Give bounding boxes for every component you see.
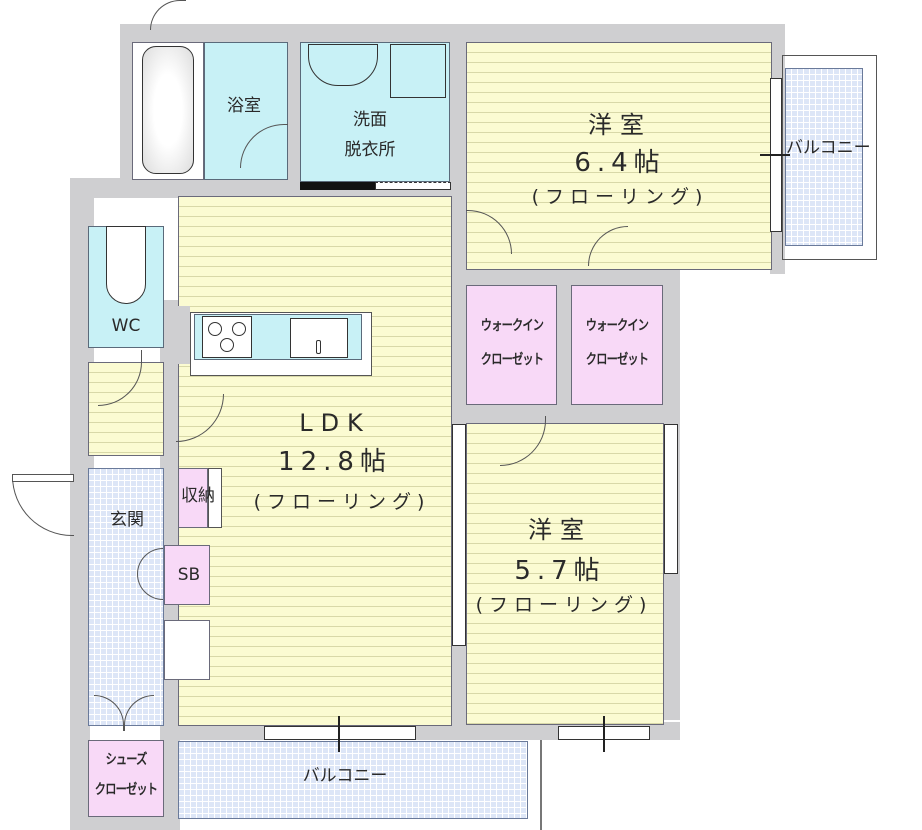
washroom-label-line1: 洗面 bbox=[353, 110, 387, 130]
property-line bbox=[540, 740, 542, 830]
burner-icon bbox=[232, 322, 246, 336]
walk-in-closet-2 bbox=[571, 285, 663, 405]
window-divider bbox=[760, 154, 790, 156]
shoes-closet-line2: クローゼット bbox=[94, 782, 158, 798]
bathroom-window-icon bbox=[150, 0, 186, 30]
sink-icon bbox=[290, 318, 348, 358]
burner-icon bbox=[208, 322, 222, 336]
bathtub-icon bbox=[142, 46, 194, 174]
burner-icon bbox=[220, 338, 234, 352]
wall-room1-left bbox=[450, 40, 466, 270]
shoes-closet bbox=[88, 740, 164, 817]
washing-machine-icon bbox=[390, 44, 446, 98]
washroom-label-line2: 脱衣所 bbox=[344, 140, 396, 160]
shoe-box bbox=[164, 545, 210, 605]
shoe-box-label: SB bbox=[177, 565, 201, 585]
balcony-south bbox=[178, 741, 528, 819]
entrance-door-icon bbox=[12, 476, 74, 536]
bathroom-label: 浴室 bbox=[227, 96, 261, 116]
ldk-window-south bbox=[264, 726, 416, 740]
room-2-window-east bbox=[664, 424, 678, 574]
walk-in-closet-1-line1: ウォークイン bbox=[480, 318, 544, 334]
balcony-east-label: バルコニー bbox=[786, 138, 871, 158]
western-room-2-size: 5.7帖 bbox=[514, 556, 606, 586]
western-room-2-flooring: (フローリング) bbox=[475, 594, 653, 616]
balcony-east bbox=[785, 68, 863, 246]
window-divider bbox=[603, 716, 605, 752]
balcony-east-outline bbox=[782, 55, 877, 260]
shoes-closet-line1: シューズ bbox=[105, 752, 147, 768]
ldk-flooring: (フローリング) bbox=[253, 491, 431, 513]
walk-in-closet-2-line2: クローゼット bbox=[585, 352, 649, 368]
wc-label: WC bbox=[111, 316, 141, 336]
western-room-1-size: 6.4帖 bbox=[574, 148, 666, 178]
western-room-1-flooring: (フローリング) bbox=[531, 186, 709, 208]
room-western-1 bbox=[466, 42, 772, 270]
ldk-name: LDK bbox=[299, 409, 371, 437]
room-ldk bbox=[178, 196, 452, 726]
wall-bath-left bbox=[120, 24, 132, 194]
balcony-south-label: バルコニー bbox=[302, 766, 388, 786]
storage bbox=[178, 468, 208, 528]
walk-in-closet-1 bbox=[466, 285, 557, 405]
ldk-size: 12.8帖 bbox=[278, 447, 392, 477]
storage-label: 収納 bbox=[181, 486, 215, 506]
washroom-shelf-dashed bbox=[375, 182, 451, 190]
utility-space bbox=[164, 620, 210, 680]
western-room-2-name: 洋室 bbox=[528, 516, 592, 544]
wall-entry-left bbox=[70, 465, 90, 830]
kitchen-wall bbox=[165, 306, 190, 364]
wall-top-block bbox=[120, 24, 785, 44]
ldk-sliding-door bbox=[452, 424, 466, 646]
storage-door bbox=[208, 468, 222, 528]
room-western-2 bbox=[466, 423, 664, 725]
wall-wash-divider bbox=[288, 40, 302, 190]
walk-in-closet-2-line1: ウォークイン bbox=[585, 318, 649, 334]
entrance-label: 玄関 bbox=[110, 510, 144, 530]
window-divider bbox=[338, 716, 340, 752]
faucet-icon bbox=[316, 340, 321, 354]
toilet-icon bbox=[106, 226, 146, 304]
western-room-1-name: 洋室 bbox=[588, 111, 652, 139]
entrance-door-leaf bbox=[12, 474, 74, 482]
washroom-shelf bbox=[300, 182, 375, 190]
walk-in-closet-1-line2: クローゼット bbox=[480, 352, 544, 368]
